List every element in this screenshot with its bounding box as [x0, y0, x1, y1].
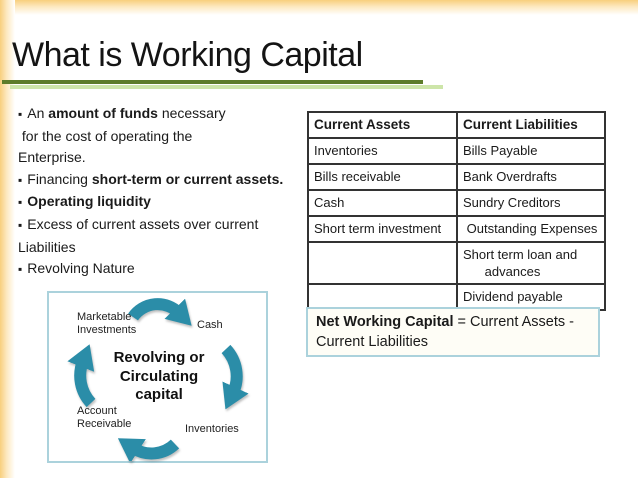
- text-segment: Operating liquidity: [27, 193, 151, 210]
- frame-left-border: [0, 0, 15, 478]
- table-cell: Dividend payable: [456, 283, 606, 311]
- bullet-line: Liabilities: [18, 237, 314, 259]
- square-bullet-icon: ▪: [18, 172, 23, 187]
- table-row: Dividend payable: [307, 283, 606, 311]
- text-segment: Excess of current assets over current: [27, 215, 259, 232]
- bullet-line: ▪ Operating liquidity: [18, 191, 314, 214]
- cycle-arrow-right-icon: [221, 344, 249, 410]
- bullet-line: ▪ Revolving Nature: [18, 258, 314, 281]
- table-row: Short term loan and advances: [307, 241, 606, 285]
- column-header: Current Assets: [307, 111, 458, 139]
- cycle-center-label: Revolving or Circulating capital: [113, 349, 205, 403]
- table-row: Short term investment Outstanding Expens…: [307, 215, 606, 243]
- text-segment: Enterprise.: [18, 149, 86, 166]
- text-segment: short-term or current assets.: [91, 170, 284, 187]
- table-cell: Outstanding Expenses: [456, 215, 606, 243]
- text-segment: amount of funds: [48, 105, 158, 121]
- node-cash: Cash: [197, 319, 223, 331]
- bullet-line: ▪ Financing short-term or current assets.: [18, 169, 314, 192]
- square-bullet-icon: ▪: [18, 262, 23, 277]
- bullet-line: ▪ Excess of current assets over current: [18, 214, 314, 237]
- square-bullet-icon: ▪: [18, 217, 23, 232]
- bullet-line: Enterprise.: [18, 147, 314, 169]
- bullet-list: ▪ An amount of funds necessary for the co…: [18, 103, 314, 281]
- node-marketable-investments: Marketable Investments: [77, 311, 137, 336]
- cycle-diagram-box: Marketable Investments Cash Revolving or…: [47, 291, 268, 463]
- net-working-capital-box: Net Working Capital = Current Assets - C…: [306, 307, 600, 357]
- node-inventories: Inventories: [185, 423, 239, 435]
- cycle-arrow-top-icon: [128, 298, 192, 326]
- text-segment: Net Working Capital: [316, 314, 454, 330]
- frame-top-border: [0, 0, 638, 15]
- square-bullet-icon: ▪: [18, 195, 23, 210]
- bullet-line: ▪ An amount of funds necessary: [18, 103, 314, 126]
- table-cell: Sundry Creditors: [456, 189, 606, 217]
- table-cell: Inventories: [307, 137, 458, 165]
- text-segment: = Current Assets - Current Liabilities: [316, 314, 574, 350]
- square-bullet-icon: ▪: [18, 107, 23, 121]
- table-cell: Bills receivable: [307, 163, 458, 191]
- cycle-arrow-bottom-icon: [117, 438, 180, 461]
- text-segment: necessary: [157, 105, 226, 121]
- table-cell: Bank Overdrafts: [456, 163, 606, 191]
- text-segment: Financing: [27, 170, 92, 187]
- text-segment: for the cost of operating the: [18, 127, 193, 144]
- table-cell: Bills Payable: [456, 137, 606, 165]
- text-segment: Liabilities: [18, 238, 76, 255]
- bullet-line: for the cost of operating the: [18, 126, 314, 148]
- title-underline-light: [10, 85, 443, 89]
- node-account-receivable: Account Receivable: [77, 405, 132, 430]
- slide-title: What is Working Capital: [12, 36, 363, 74]
- table-cell: Cash: [307, 189, 458, 217]
- text-segment: Revolving Nature: [27, 260, 135, 277]
- table-cell: Short term loan and advances: [456, 241, 606, 285]
- table-cell: Short term investment: [307, 215, 458, 243]
- text-segment: An: [27, 105, 49, 121]
- table-cell: [307, 241, 458, 285]
- column-header: Current Liabilities: [456, 111, 606, 139]
- cycle-arrow-left-icon: [67, 344, 96, 408]
- cycle-arrows: [67, 298, 249, 461]
- title-underline-dark: [2, 80, 423, 84]
